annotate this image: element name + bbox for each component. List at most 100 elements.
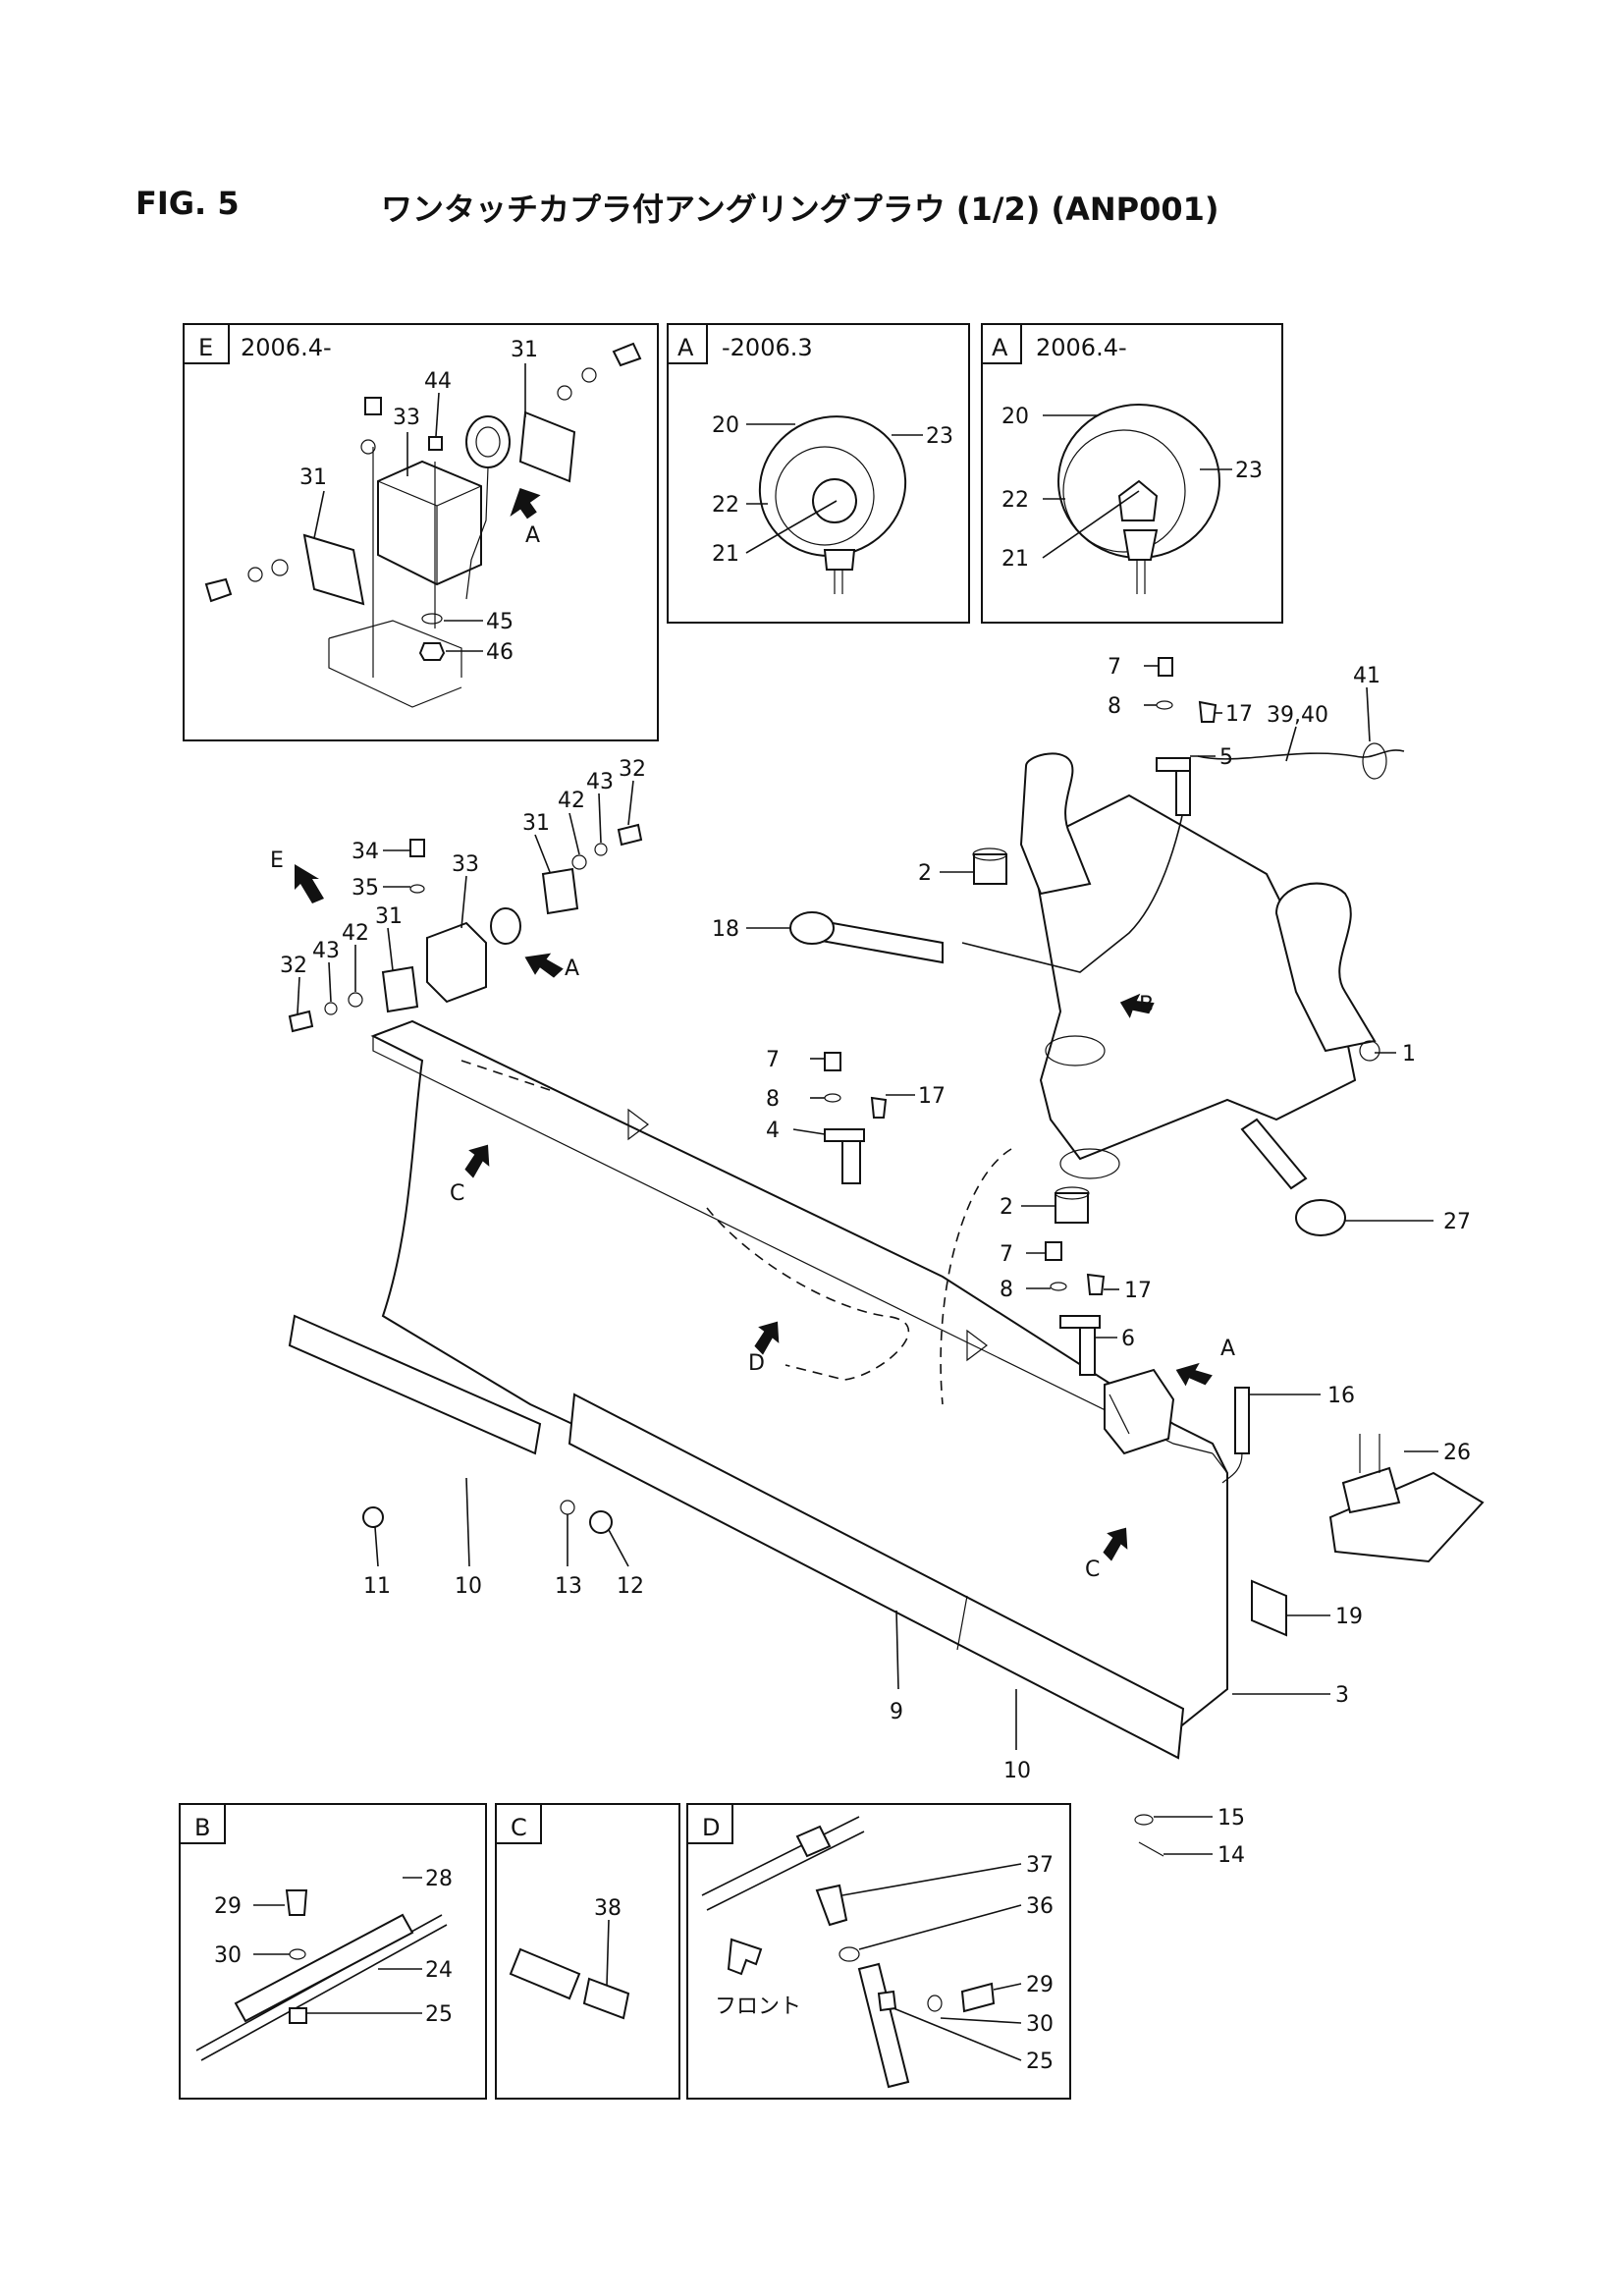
callout-32-right: 32 [619,757,646,782]
inset-d-bolt-29 [960,1982,996,2013]
callout-b-25: 25 [425,2002,453,2027]
callout-a-old-21: 21 [712,542,739,567]
inset-a-new-letter: A [992,334,1008,361]
frame-hook-right [1274,882,1377,1053]
callout-43-left: 43 [312,939,340,963]
inset-a-old-date: -2006.3 [722,334,813,361]
view-arrow-e-main-label: E [270,848,284,873]
callout-a-new-20: 20 [1001,405,1029,429]
callout-b-29: 29 [214,1894,242,1919]
stand-26 [1328,1471,1485,1563]
callout-2-lower: 2 [1000,1195,1013,1220]
callout-d-36: 36 [1026,1894,1054,1919]
angling-rod-right [1240,1118,1308,1190]
inset-e-date: 2006.4- [241,334,332,361]
inset-b-bolt [285,1889,308,1916]
bolt-11 [362,1506,384,1528]
callout-2-upper: 2 [918,861,932,886]
callout-a-new-23: 23 [1235,459,1263,483]
callout-14: 14 [1217,1843,1245,1868]
view-arrow-c-main-lower [1103,1527,1128,1561]
inset-c-letter: C [511,1814,527,1841]
inset-a-old: A -2006.3 20 22 21 23 [667,323,970,624]
callout-31-main-left: 31 [375,904,403,929]
callout-3: 3 [1335,1683,1349,1708]
view-arrow-b-main [1119,993,1155,1018]
inset-e-reflector-right [518,410,576,483]
inset-b: B 29 28 30 24 25 [179,1803,487,2100]
inset-c: C 38 [495,1803,680,2100]
callout-17-top: 17 [1225,702,1253,727]
inset-a-old-letter-box [667,323,708,364]
callout-8-mid: 8 [766,1087,780,1112]
inset-a-old-letter: A [677,334,694,361]
view-arrow-c-main-upper-label: C [450,1181,464,1206]
inset-e-reflector-left [302,533,365,606]
pin-16 [1234,1387,1250,1454]
callout-7-mid: 7 [766,1048,780,1072]
inset-a-new-letter-box [981,323,1022,364]
cutting-edge-side-left [288,1314,542,1455]
rod-eye-18 [789,911,835,945]
callout-42-left: 42 [342,921,369,946]
inset-e: E 2006.4- A 31 31 33 [183,323,659,741]
callout-5: 5 [1219,745,1233,770]
callout-4: 4 [766,1119,780,1143]
inset-d-fitting-37 [815,1884,848,1927]
nut-12 [589,1510,613,1534]
view-arrow-a-inset-e-label: A [525,523,540,548]
callout-17-mid: 17 [918,1084,946,1109]
callout-8-top: 8 [1108,694,1121,719]
callout-b-28: 28 [425,1867,453,1891]
plate-19 [1251,1579,1287,1637]
callout-d-37: 37 [1026,1853,1054,1878]
callout-d-30: 30 [1026,2012,1054,2037]
callout-10-left: 10 [455,1574,482,1599]
callout-39-40: 39,40 [1267,703,1328,728]
reflector-left [381,965,419,1013]
view-arrow-b-main-label: B [1139,993,1154,1017]
callout-e-33: 33 [393,406,420,430]
inset-d: D フロント 37 36 29 30 25 [686,1803,1071,2100]
callout-12: 12 [617,1574,644,1599]
callout-a-old-20: 20 [712,413,739,438]
main-assembly: E A B C D A C 7 8 17 5 39,40 41 2 18 1 2 [270,655,1485,1868]
bush-upper [973,853,1007,885]
inset-b-hose [234,1913,414,2023]
inset-a-new: A 2006.4- 20 22 21 23 [981,323,1283,624]
callout-17-low: 17 [1124,1279,1152,1303]
callout-31-main-right: 31 [522,811,550,836]
inset-d-letter: D [702,1814,720,1841]
callout-27: 27 [1443,1210,1471,1234]
callout-e-45: 45 [486,610,514,634]
view-arrow-c-main-upper [464,1144,490,1178]
callout-34: 34 [352,840,379,864]
inset-e-letter-box [183,323,230,364]
inset-d-front-arrow [727,1938,763,1976]
callout-e-31-right: 31 [511,338,538,362]
callout-c-38: 38 [594,1896,622,1921]
callout-42-right: 42 [558,789,585,813]
callout-41: 41 [1353,664,1380,688]
callout-d-25: 25 [1026,2050,1054,2074]
callout-10-right: 10 [1003,1759,1031,1783]
rod-eye-27 [1295,1199,1346,1236]
callout-32-left: 32 [280,954,307,978]
callout-e-31-left: 31 [299,465,327,490]
inset-a-new-bulb [1117,479,1159,521]
inset-a-old-bulb [812,478,857,523]
inset-b-frame [179,1803,487,2100]
inset-d-letter-box [686,1803,733,1844]
callout-13: 13 [555,1574,582,1599]
bush-lower [1055,1192,1089,1224]
blade-lamp-right [1104,1368,1175,1455]
inset-e-letter: E [198,334,213,361]
inset-e-frame [183,323,659,741]
blade [370,1019,1228,1729]
pin-4 [841,1140,861,1184]
callout-e-44: 44 [424,369,452,394]
figure-number: FIG. 5 [135,185,240,222]
view-arrow-c-main-lower-label: C [1085,1558,1100,1582]
pin-5 [1175,770,1191,816]
inset-a-new-date: 2006.4- [1036,334,1127,361]
